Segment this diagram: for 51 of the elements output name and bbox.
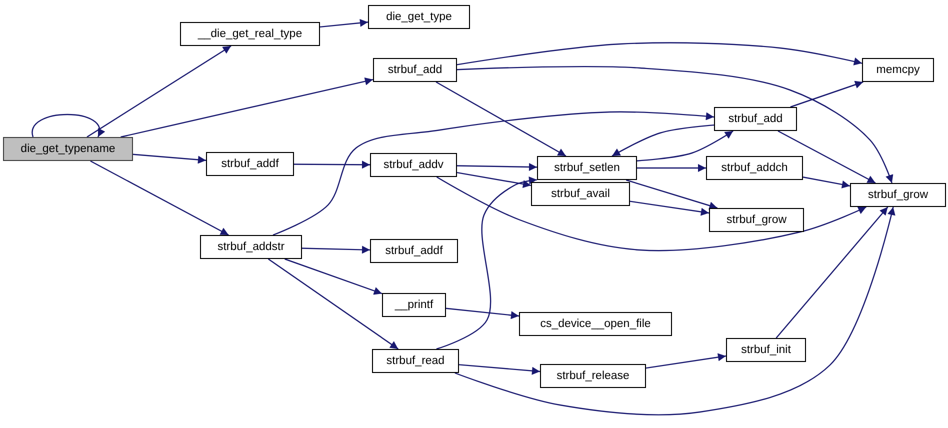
arrow (284, 258, 382, 295)
function-box: strbuf_avail (531, 182, 630, 206)
arrow (294, 160, 370, 169)
arrow (776, 206, 888, 338)
arrow (320, 18, 368, 28)
function-box: __printf (382, 293, 446, 317)
arrow (802, 176, 850, 188)
function-box: strbuf_grow (709, 208, 804, 232)
function-box: strbuf_addch (706, 156, 803, 180)
arrow (120, 77, 374, 138)
function-box: strbuf_release (540, 364, 646, 388)
function-box: die_get_type (368, 5, 470, 29)
function-box: memcpy (862, 58, 934, 82)
arrow (436, 176, 538, 350)
function-box: strbuf_addstr (200, 235, 302, 259)
arrow (302, 246, 370, 254)
arrow (272, 111, 714, 236)
function-box: strbuf_init (726, 338, 806, 362)
highlighted-function-box: die_get_typename (3, 137, 133, 161)
function-box: strbuf_addf (370, 239, 458, 263)
arrow (454, 206, 896, 416)
function-box: __die_get_real_type (180, 22, 320, 46)
arrow (446, 308, 520, 320)
arrow (132, 154, 206, 164)
arrow (436, 176, 866, 252)
arrow (456, 42, 862, 66)
arrow (636, 130, 734, 162)
function-box: strbuf_add (714, 107, 797, 131)
arrow (456, 66, 894, 184)
arrow (778, 130, 876, 184)
function-box: strbuf_setlen (537, 156, 637, 180)
function-box: strbuf_add (373, 58, 457, 82)
arrow (646, 353, 726, 369)
function-box: strbuf_read (372, 349, 459, 373)
arrow (268, 258, 399, 350)
arrow (630, 200, 710, 216)
arrow (90, 160, 229, 236)
function-box: strbuf_grow (850, 183, 946, 207)
arrow (637, 164, 706, 172)
arrow (456, 172, 532, 188)
function-box: strbuf_addv (370, 153, 457, 177)
arrow (436, 81, 566, 157)
self-loop-arrow (32, 114, 104, 138)
arrow (458, 364, 540, 375)
arrow (612, 124, 714, 157)
function-box: cs_device__open_file (519, 312, 672, 336)
arrow (626, 179, 718, 210)
function-box: strbuf_addf (206, 152, 294, 176)
arrow (790, 80, 864, 108)
arrow (456, 163, 538, 171)
arrow (86, 46, 232, 138)
